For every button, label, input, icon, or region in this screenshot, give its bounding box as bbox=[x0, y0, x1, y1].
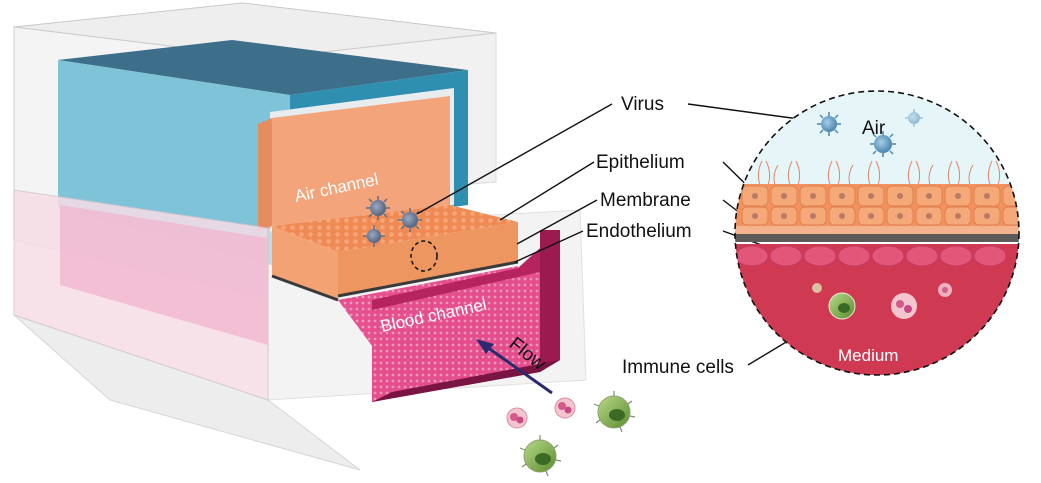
inset-immune-cell-pink bbox=[891, 293, 917, 319]
immune-cell-pink-1 bbox=[506, 407, 528, 429]
air-channel: Air channel bbox=[258, 96, 450, 232]
zoom-inset: Air Medium bbox=[734, 90, 1020, 376]
inset-immune-cell-green bbox=[828, 292, 856, 320]
immune-cell-pink-2 bbox=[554, 397, 576, 419]
air-label: Air bbox=[862, 118, 886, 139]
epithelium-label: Epithelium bbox=[596, 152, 685, 173]
inset-virus-2 bbox=[870, 131, 896, 157]
endothelium-cells bbox=[735, 245, 1007, 267]
inset-virus-1 bbox=[817, 112, 841, 136]
membrane-layer bbox=[735, 234, 1019, 242]
chip-virus-1 bbox=[366, 196, 390, 220]
immune-cells-label: Immune cells bbox=[622, 357, 734, 378]
immune-cell-green-2 bbox=[519, 435, 562, 477]
membrane-label: Membrane bbox=[600, 190, 691, 211]
inset-border bbox=[734, 90, 1020, 376]
chip-virus-3 bbox=[363, 225, 385, 247]
inset-immune-cell-small-2 bbox=[812, 283, 822, 293]
medium-label: Medium bbox=[838, 346, 898, 365]
inset-virus-3 bbox=[905, 109, 923, 127]
epithelium-slab bbox=[271, 205, 519, 302]
endothelium-label: Endothelium bbox=[586, 221, 692, 242]
blood-channel: Blood channel bbox=[338, 230, 560, 402]
zoom-indicator bbox=[410, 240, 438, 272]
virus-label: Virus bbox=[621, 94, 664, 115]
immune-cell-green-1 bbox=[593, 391, 636, 433]
inset-immune-cell-small bbox=[938, 283, 952, 297]
chip-virus-2 bbox=[398, 208, 422, 232]
epithelium-cells bbox=[735, 184, 1019, 226]
